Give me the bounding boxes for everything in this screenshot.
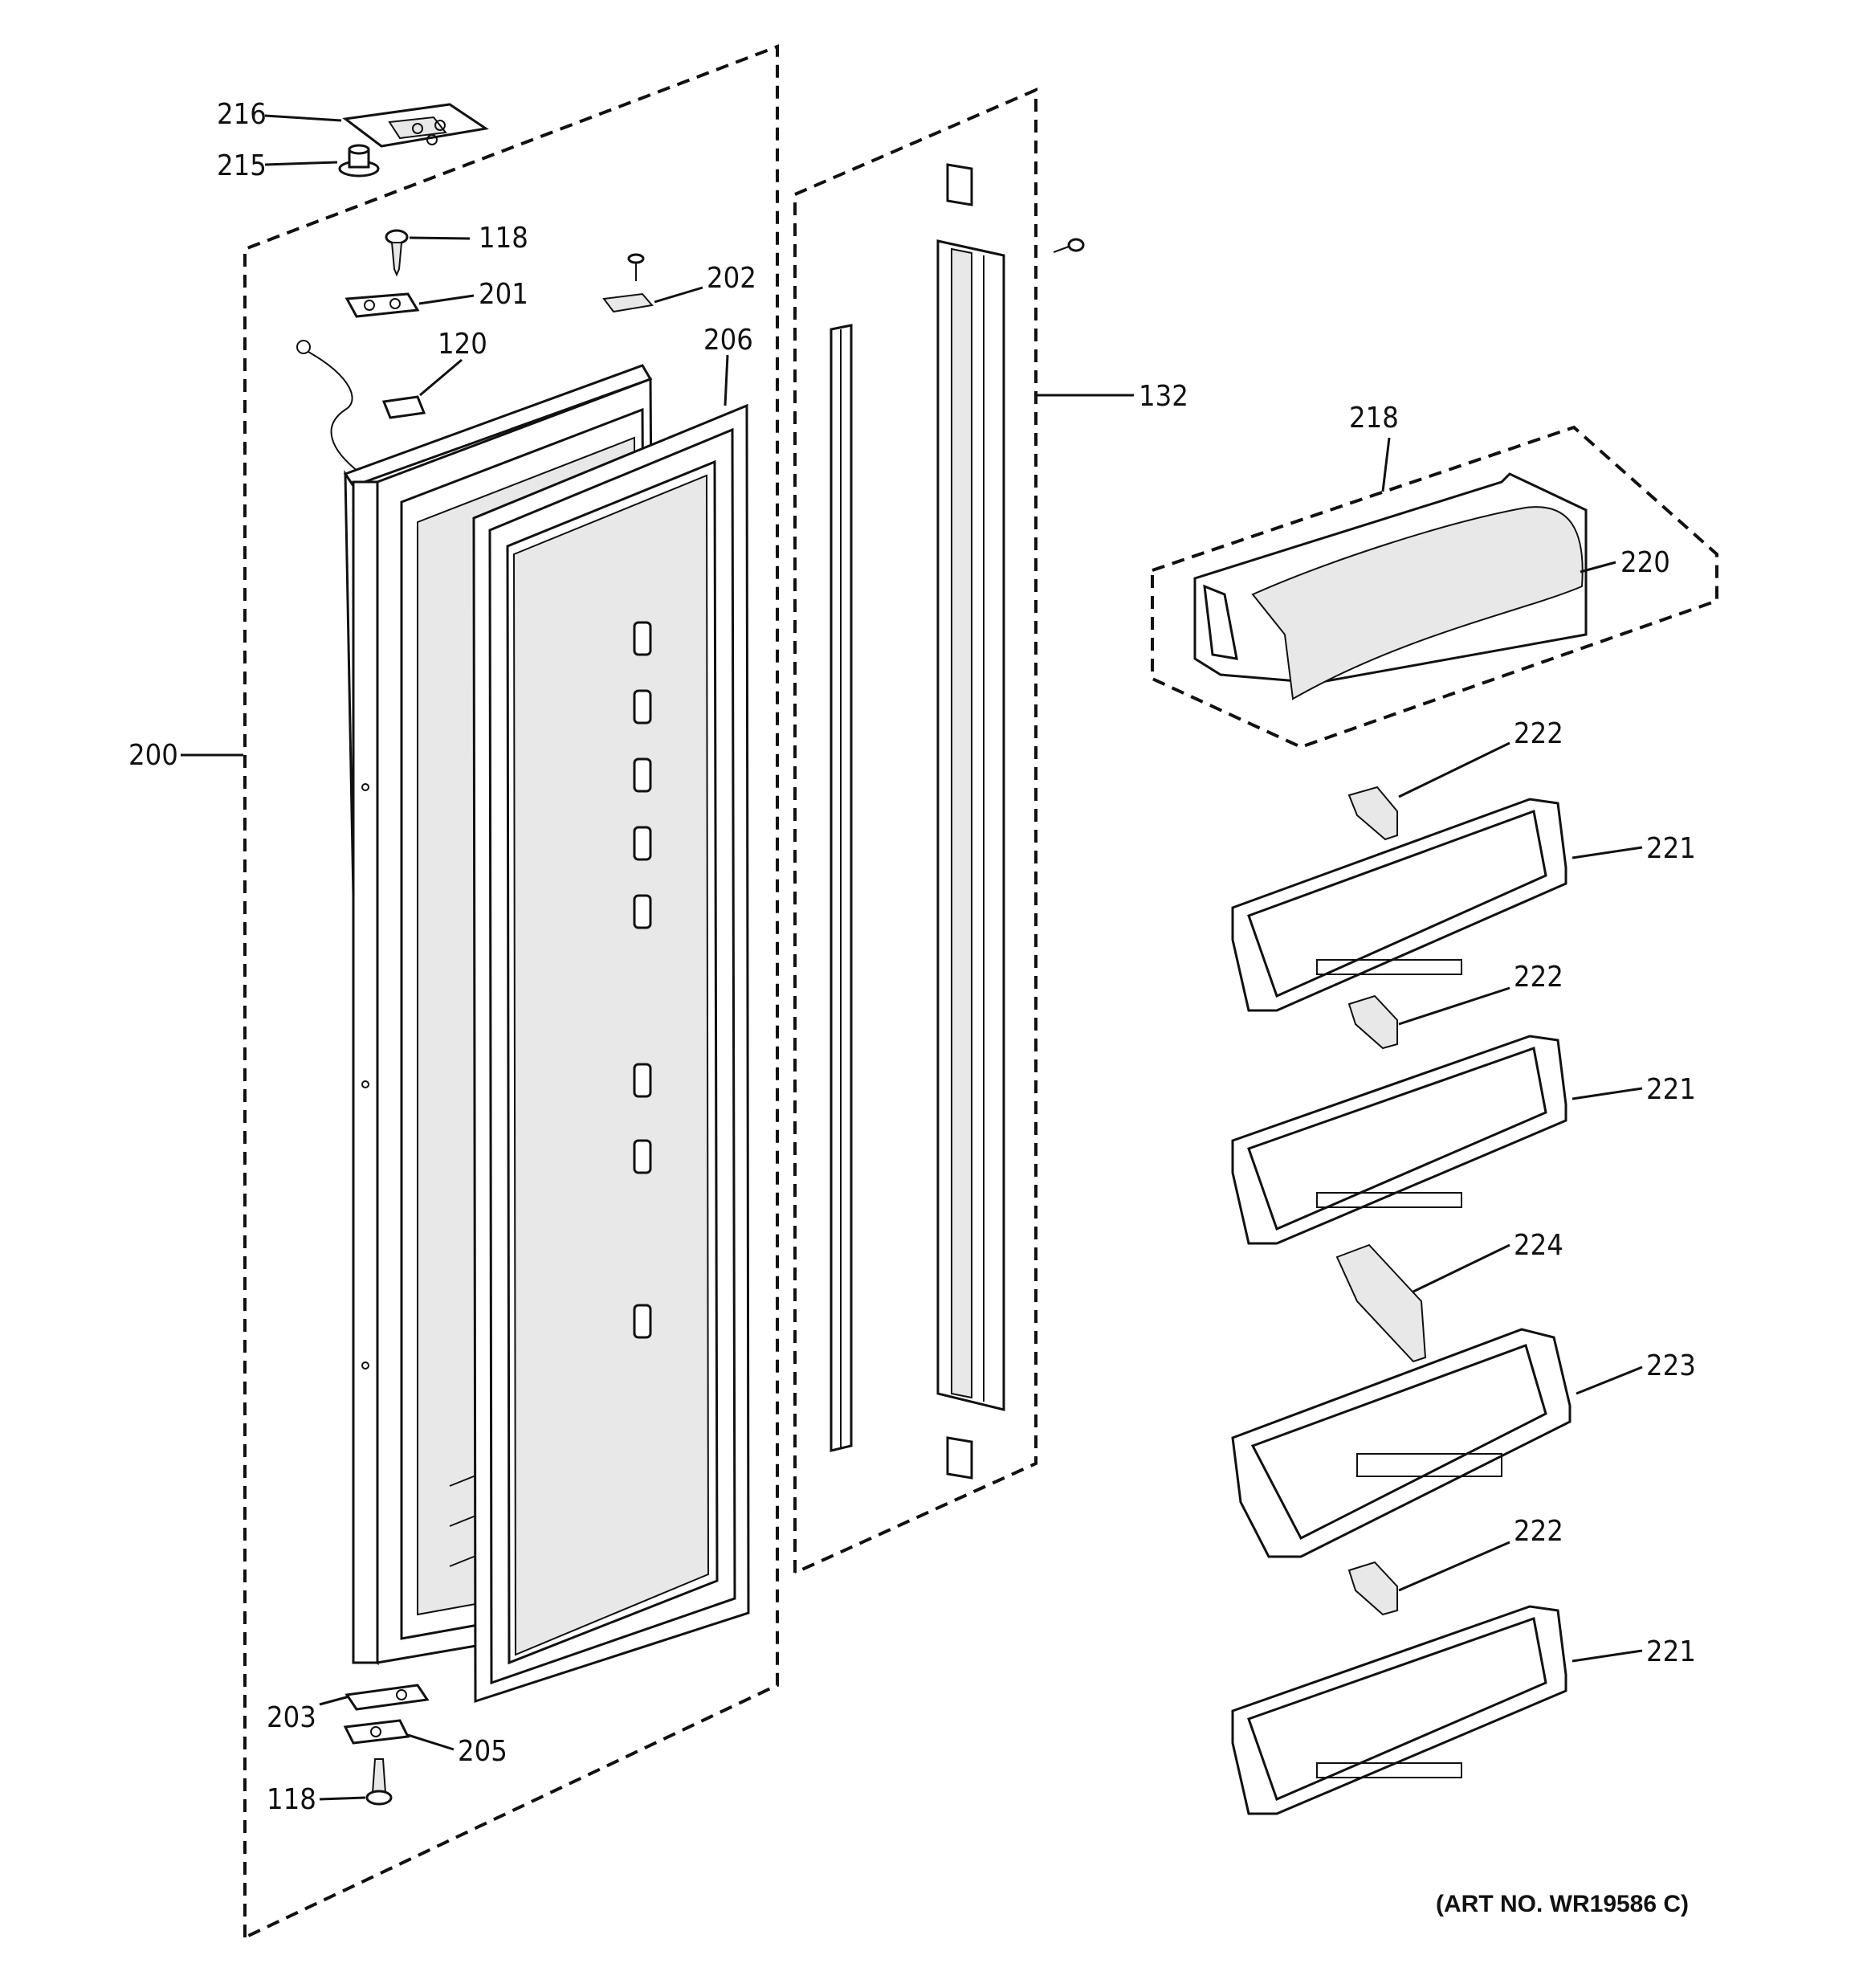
callout-221-c: 221: [1646, 1635, 1696, 1668]
callout-223: 223: [1646, 1349, 1696, 1382]
screw-and-cap-202: [602, 253, 654, 313]
bin-guard-222-a: [1347, 786, 1398, 841]
bin-guard-222-c: [1347, 1561, 1398, 1616]
callout-221-a: 221: [1646, 832, 1696, 865]
trim-assembly-boundary: [793, 87, 1037, 1574]
door-bin-221-c: [1231, 1605, 1567, 1815]
dairy-door-220: [1251, 506, 1584, 700]
callout-222-c: 222: [1514, 1515, 1563, 1548]
screw-118-top: [385, 229, 409, 277]
top-hinge-216: [342, 103, 489, 148]
callout-201: 201: [479, 278, 528, 311]
callout-118-bottom: 118: [267, 1783, 316, 1816]
callout-215: 215: [217, 149, 267, 182]
door-gasket-206: [472, 403, 750, 1704]
callout-222-b: 222: [1514, 961, 1563, 994]
callout-203: 203: [267, 1701, 316, 1734]
ground-wire-120: [296, 340, 426, 475]
callout-220: 220: [1620, 546, 1670, 579]
callout-118-top: 118: [479, 222, 528, 255]
callout-120: 120: [438, 328, 487, 361]
door-bin-221-b: [1231, 1035, 1567, 1245]
callout-205: 205: [458, 1735, 508, 1768]
leader-lines: [181, 114, 1643, 1801]
callout-222-a: 222: [1514, 717, 1563, 750]
screw-118-bottom: [365, 1758, 393, 1806]
callout-206: 206: [703, 324, 753, 357]
bin-guard-224: [1335, 1243, 1427, 1363]
callout-224: 224: [1514, 1229, 1563, 1262]
mullion-trim-132: [936, 163, 1085, 1480]
door-bin-221-a: [1231, 798, 1567, 1012]
bottom-hinge-203: [344, 1684, 430, 1711]
art-number: (ART NO. WR19586 C): [1436, 1891, 1689, 1917]
door-bin-223: [1231, 1328, 1572, 1558]
trim-strip-thin: [830, 324, 853, 1452]
hinge-plate-201: [344, 292, 420, 318]
callout-132: 132: [1139, 380, 1188, 413]
door-assembly-boundary: [243, 44, 779, 1939]
callout-221-b: 221: [1646, 1073, 1696, 1106]
callout-218: 218: [1349, 402, 1399, 435]
hinge-plate-205: [343, 1719, 410, 1745]
bin-guard-222-b: [1347, 994, 1398, 1050]
callout-216: 216: [217, 98, 267, 131]
callout-200: 200: [128, 739, 178, 772]
shelf-assembly-boundary: [1151, 425, 1718, 749]
hinge-bushing-215: [338, 144, 380, 178]
callout-202: 202: [707, 262, 756, 295]
